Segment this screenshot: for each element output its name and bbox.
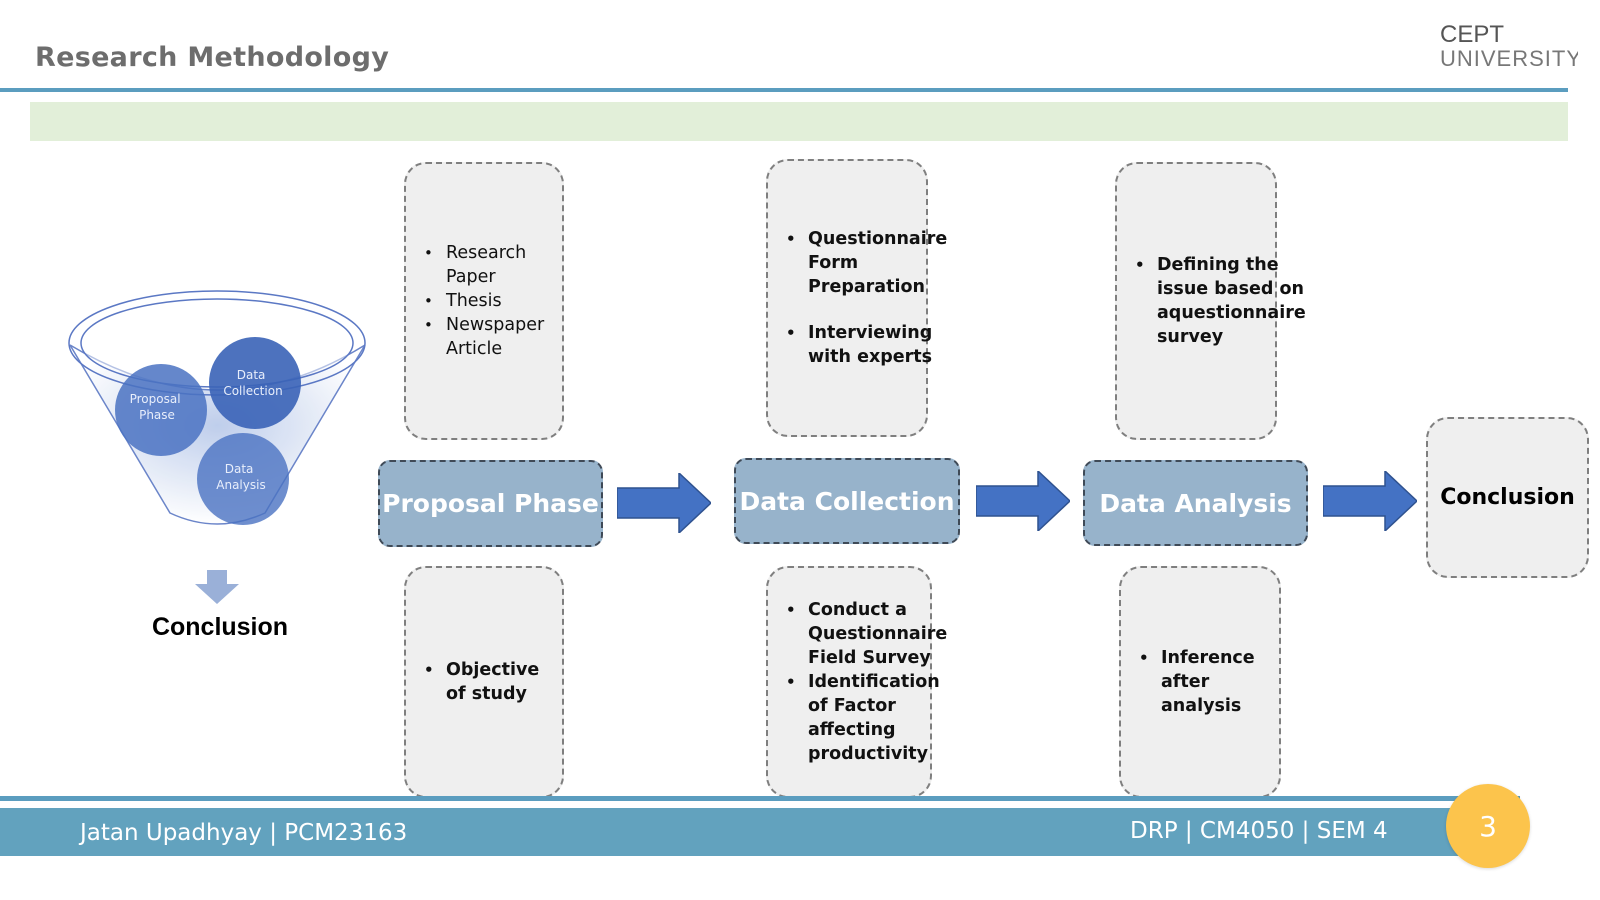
- circle-label-proposal-2: Phase: [139, 408, 175, 422]
- flow-arrow-1-icon: [617, 473, 711, 533]
- circle-data-analysis: [197, 433, 289, 525]
- analysis-issue-list: Defining the issue based on aquestionnai…: [1117, 253, 1306, 349]
- flow-arrow-3-icon: [1323, 471, 1417, 531]
- cept-university-logo: CEPT UNIVERSITY: [1440, 21, 1578, 71]
- slide-title: Research Methodology: [35, 42, 390, 73]
- page-number-badge: 3: [1446, 784, 1530, 868]
- circle-label-collection-1: Data: [237, 368, 266, 382]
- collection-activities-list: Conduct a Questionnaire Field Survey Ide…: [768, 598, 947, 766]
- footer-band: [0, 808, 1490, 856]
- collection-methods-list: Questionnaire Form Preparation Interview…: [768, 227, 947, 369]
- funnel-diagram: Proposal Phase Data Collection Data Anal…: [68, 290, 366, 525]
- phase-box-data-analysis: Data Analysis: [1083, 460, 1308, 546]
- circle-label-analysis-2: Analysis: [216, 478, 265, 492]
- list-item: Research Paper: [424, 241, 562, 289]
- list-item: Newspaper Article: [424, 313, 562, 361]
- svg-text:Data Analysis: Data Analysis: [216, 462, 265, 492]
- analysis-inference-list: Inference after analysis: [1121, 646, 1279, 718]
- footer-author: Jatan Upadhyay | PCM23163: [80, 820, 408, 846]
- footer-course: DRP | CM4050 | SEM 4: [1130, 818, 1388, 844]
- svg-text:Proposal Phase: Proposal Phase: [130, 392, 185, 422]
- footer-rule: [0, 796, 1520, 801]
- analysis-issue-box: Defining the issue based on aquestionnai…: [1115, 162, 1306, 440]
- circle-label-proposal-1: Proposal: [130, 392, 181, 406]
- analysis-inference-box: Inference after analysis: [1119, 566, 1281, 798]
- list-item: Identification of Factor affecting produ…: [786, 670, 947, 766]
- list-item: Inference after analysis: [1139, 646, 1279, 718]
- subtitle-band: [30, 102, 1568, 141]
- proposal-sources-list: Research Paper Thesis Newspaper Article: [406, 241, 562, 361]
- proposal-objective-box: Objective of study: [404, 566, 564, 798]
- list-item: Objective of study: [424, 658, 562, 706]
- flow-arrow-2-icon: [976, 471, 1070, 531]
- collection-methods-box: Questionnaire Form Preparation Interview…: [766, 159, 947, 437]
- list-item: Questionnaire Form Preparation: [786, 227, 947, 299]
- circle-label-analysis-1: Data: [225, 462, 254, 476]
- list-item: Thesis: [424, 289, 562, 313]
- circle-label-collection-2: Collection: [223, 384, 282, 398]
- phase-box-data-collection: Data Collection: [734, 458, 960, 544]
- logo-line-1: CEPT: [1440, 21, 1504, 48]
- funnel-conclusion-label: Conclusion: [151, 613, 289, 641]
- list-item: Defining the issue based on aquestionnai…: [1135, 253, 1306, 349]
- collection-activities-box: Conduct a Questionnaire Field Survey Ide…: [766, 566, 947, 798]
- circle-proposal-phase: [115, 364, 207, 456]
- circle-data-collection: [209, 337, 301, 429]
- proposal-sources-box: Research Paper Thesis Newspaper Article: [404, 162, 564, 440]
- conclusion-box: Conclusion: [1426, 417, 1589, 578]
- phase-box-proposal: Proposal Phase: [378, 460, 603, 547]
- list-item: Interviewing with experts: [786, 321, 947, 369]
- header-rule: [0, 88, 1568, 92]
- proposal-objective-list: Objective of study: [406, 658, 562, 706]
- down-arrow-icon: [195, 570, 239, 604]
- list-item: Conduct a Questionnaire Field Survey: [786, 598, 947, 670]
- svg-text:Data Collection: Data Collection: [223, 368, 282, 398]
- logo-line-2: UNIVERSITY: [1440, 46, 1578, 71]
